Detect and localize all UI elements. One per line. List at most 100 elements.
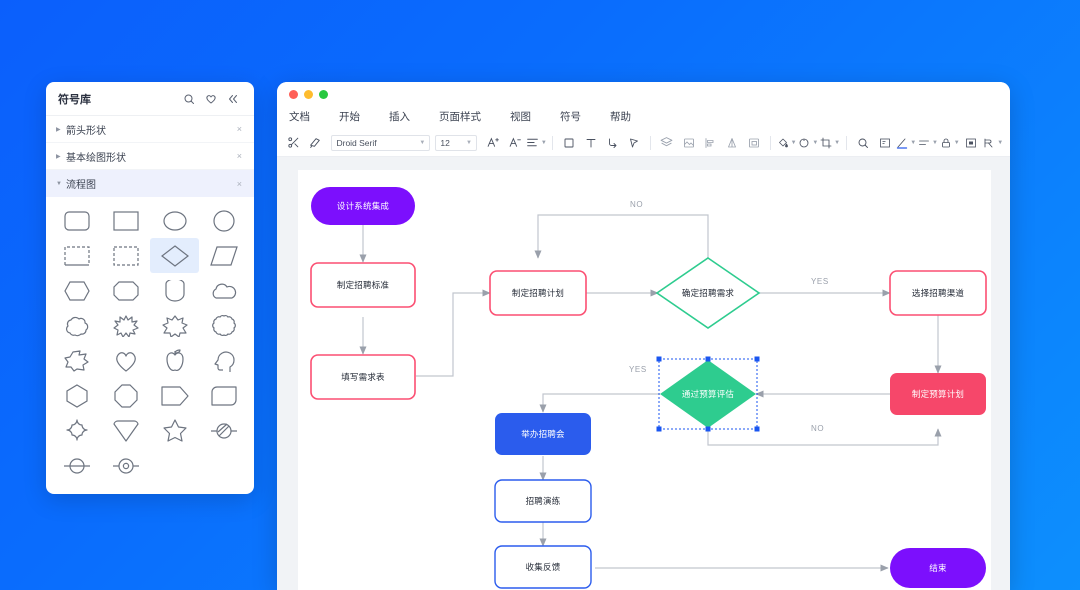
zoom-search-icon[interactable] <box>852 132 874 154</box>
category-row-basic-shapes[interactable]: ▶ 基本绘图形状 × <box>46 143 254 170</box>
edge-label-no: NO <box>811 424 825 433</box>
rectangle-shape[interactable] <box>101 203 150 238</box>
hexagon-flat-shape[interactable] <box>52 273 101 308</box>
image-icon[interactable] <box>678 132 700 154</box>
rounded-rectangle-shape[interactable] <box>52 203 101 238</box>
lock-icon[interactable]: ▼ <box>939 132 961 154</box>
paragraph-align-icon[interactable]: ▼ <box>525 132 547 154</box>
circle-slash-connector-shape[interactable] <box>199 413 248 448</box>
panel-title: 符号库 <box>58 93 91 106</box>
symbol-library-header: 符号库 <box>46 82 254 116</box>
font-size-select[interactable]: 12 ▼ <box>435 134 477 151</box>
chevron-down-icon: ▼ <box>932 139 938 146</box>
dashed-rectangle-shape[interactable] <box>101 238 150 273</box>
page-sheet[interactable]: 设计系统集成 制定招聘标准 填写需求表 制定招聘计划 确定招聘需求 选择招聘渠道… <box>298 170 991 590</box>
chevron-down-icon: ▼ <box>419 139 426 146</box>
thought-cloud-shape[interactable] <box>52 308 101 343</box>
shadow-icon[interactable] <box>961 132 983 154</box>
diagram-editor-window: 文档 开始 插入 页面样式 视图 符号 帮助 Droid Serif ▼ 12 … <box>277 82 1010 590</box>
decrease-font-size-icon[interactable] <box>504 132 526 154</box>
chevron-right-icon: ▶ <box>56 153 61 160</box>
collapse-panel-icon[interactable] <box>224 90 242 108</box>
close-icon[interactable]: × <box>236 178 242 189</box>
pointer-tool-icon[interactable] <box>623 132 645 154</box>
align-left-icon[interactable] <box>700 132 722 154</box>
shape-tool-icon[interactable] <box>558 132 580 154</box>
canvas-area[interactable]: 设计系统集成 制定招聘标准 填写需求表 制定招聘计划 确定招聘需求 选择招聘渠道… <box>277 157 1010 590</box>
close-icon[interactable]: × <box>236 124 242 134</box>
circle-shape[interactable] <box>199 203 248 238</box>
head-profile-shape[interactable] <box>199 343 248 378</box>
menu-item-symbol[interactable]: 符号 <box>560 111 581 123</box>
cut-scissors-icon[interactable] <box>283 132 305 154</box>
bucket-shape[interactable] <box>150 273 199 308</box>
layers-icon[interactable] <box>656 132 678 154</box>
text-tool-icon[interactable] <box>580 132 602 154</box>
apple-shape[interactable] <box>150 343 199 378</box>
octagon-wide-shape[interactable] <box>101 273 150 308</box>
folded-corner-shape[interactable] <box>199 378 248 413</box>
window-maximize-button[interactable] <box>319 90 328 99</box>
scalloped-circle-shape[interactable] <box>199 308 248 343</box>
quatrefoil-shape[interactable] <box>52 413 101 448</box>
cloud-shape[interactable] <box>199 273 248 308</box>
font-family-value: Droid Serif <box>336 137 377 148</box>
window-minimize-button[interactable] <box>304 90 313 99</box>
menu-item-insert[interactable]: 插入 <box>389 111 410 123</box>
inline-dot-connector-shape[interactable] <box>101 448 150 483</box>
ellipse-shape[interactable] <box>150 203 199 238</box>
connector-layer <box>310 187 987 589</box>
heart-shape[interactable] <box>101 343 150 378</box>
parallelogram-shape[interactable] <box>199 238 248 273</box>
chevron-down-icon: ▼ <box>56 180 62 187</box>
crop-icon[interactable]: ▼ <box>819 132 841 154</box>
fill-color-icon[interactable]: ▼ <box>776 132 798 154</box>
category-row-arrow-shapes[interactable]: ▶ 箭头形状 × <box>46 116 254 143</box>
blob-shape[interactable] <box>52 343 101 378</box>
menu-item-page-style[interactable]: 页面样式 <box>439 111 481 123</box>
explosion-shape[interactable] <box>101 308 150 343</box>
category-row-flowchart[interactable]: ▼ 流程图 × <box>46 170 254 197</box>
diamond-shape[interactable] <box>150 238 199 273</box>
category-label: 箭头形状 <box>66 125 106 137</box>
window-close-button[interactable] <box>289 90 298 99</box>
insert-picture-icon[interactable] <box>874 132 896 154</box>
increase-font-size-icon[interactable] <box>482 132 504 154</box>
pentagon-tag-shape[interactable] <box>150 378 199 413</box>
hexagon-shape[interactable] <box>52 378 101 413</box>
line-color-icon[interactable]: ▼ <box>895 132 917 154</box>
symbol-library-panel: 符号库 ▶ 箭头形状 × ▶ 基本绘图形状 × ▼ 流程图 × <box>46 82 254 494</box>
chevron-right-icon: ▶ <box>56 126 61 133</box>
category-label: 基本绘图形状 <box>66 152 126 164</box>
toolbar-divider <box>650 135 652 150</box>
inline-circle-connector-shape[interactable] <box>52 448 101 483</box>
menu-item-document[interactable]: 文档 <box>289 111 310 123</box>
gem-shape[interactable] <box>101 413 150 448</box>
search-icon[interactable] <box>180 90 198 108</box>
menu-item-view[interactable]: 视图 <box>510 111 531 123</box>
connector-tool-icon[interactable] <box>602 132 624 154</box>
group-icon[interactable]: ▼ <box>982 132 1004 154</box>
flip-icon[interactable] <box>721 132 743 154</box>
format-toolbar: Droid Serif ▼ 12 ▼ ▼ <box>277 129 1010 157</box>
menu-item-help[interactable]: 帮助 <box>610 111 631 123</box>
chevron-down-icon: ▼ <box>812 139 819 146</box>
shape-cell-empty <box>150 448 199 483</box>
star-shape[interactable] <box>150 413 199 448</box>
close-icon[interactable]: × <box>236 151 242 161</box>
frame-icon[interactable] <box>743 132 765 154</box>
toolbar-divider <box>552 135 554 150</box>
flowchart-diagram[interactable]: 设计系统集成 制定招聘标准 填写需求表 制定招聘计划 确定招聘需求 选择招聘渠道… <box>298 170 991 590</box>
toolbar-divider <box>845 135 847 150</box>
line-style-icon[interactable]: ▼ <box>917 132 939 154</box>
dashed-open-rectangle-shape[interactable] <box>52 238 101 273</box>
menu-item-home[interactable]: 开始 <box>339 111 360 123</box>
favorite-heart-icon[interactable] <box>202 90 220 108</box>
toolbar-divider <box>769 135 771 150</box>
shape-style-icon[interactable]: ▼ <box>797 132 819 154</box>
format-painter-icon[interactable] <box>305 132 327 154</box>
font-family-select[interactable]: Droid Serif ▼ <box>331 134 431 151</box>
starburst-shape[interactable] <box>150 308 199 343</box>
chevron-down-icon: ▼ <box>910 139 917 146</box>
octagon-shape[interactable] <box>101 378 150 413</box>
